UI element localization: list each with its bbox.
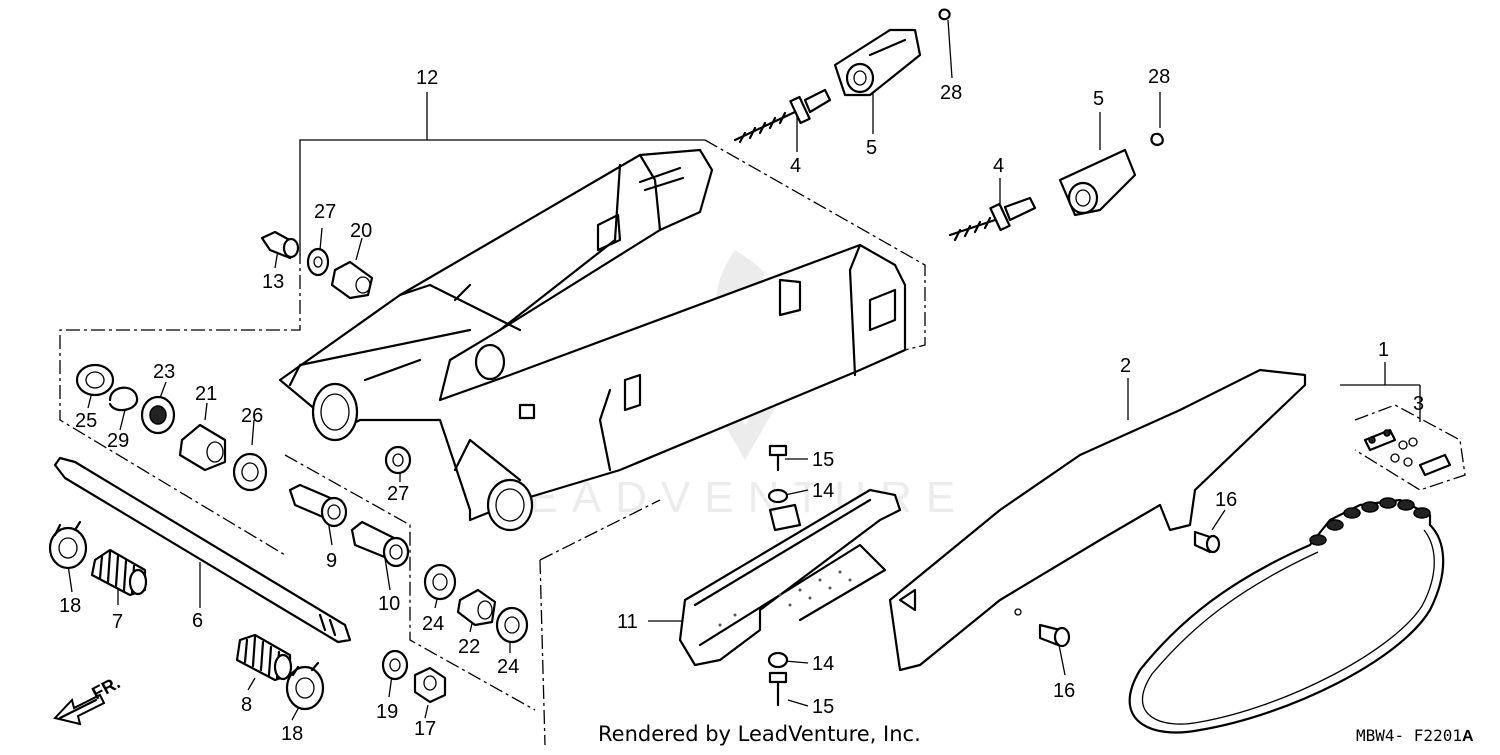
- adjuster-bolt-upper: [733, 88, 832, 144]
- label-6: 6: [192, 610, 203, 632]
- needle-bearing-21: [178, 423, 227, 472]
- label-18-right: 18: [281, 723, 303, 745]
- diagram-code: MBW4- F2201A: [1356, 726, 1474, 746]
- label-8: 8: [241, 694, 252, 716]
- label-18-left: 18: [59, 595, 81, 617]
- cotter-pin-lower: [1150, 132, 1164, 146]
- bushing-20: [330, 260, 374, 300]
- label-26: 26: [241, 405, 263, 427]
- bolt-chain-case-b: [1038, 623, 1071, 648]
- label-14-lower: 14: [812, 653, 834, 675]
- washer-19: [381, 649, 409, 681]
- pivot-adjust-nut-right: [285, 661, 325, 711]
- label-14-upper: 14: [812, 480, 834, 502]
- label-29: 29: [107, 430, 129, 452]
- pivot-collar-10: [350, 520, 410, 568]
- label-22: 22: [458, 636, 480, 658]
- adjuster-bolt-lower: [948, 196, 1037, 242]
- credit-text: Rendered by LeadVenture, Inc.: [598, 722, 921, 746]
- chain-links: [1309, 497, 1431, 546]
- label-7: 7: [112, 611, 123, 633]
- pivot-collar-9: [288, 483, 348, 528]
- part-labels: 12 5 4 28 28 5 4 1 3 2 16 16 15 14 11 14…: [59, 66, 1424, 745]
- label-27-lower: 27: [387, 483, 409, 505]
- label-24-a: 24: [422, 613, 444, 635]
- oil-seal-24-a: [423, 563, 457, 601]
- snap-ring-29: [108, 386, 139, 412]
- label-3: 3: [1413, 393, 1424, 415]
- bearing-23: [140, 395, 176, 435]
- label-17: 17: [414, 718, 436, 740]
- bolt-chain-case-a: [1193, 530, 1221, 554]
- label-16-a: 16: [1215, 489, 1237, 511]
- pivot-adjust-nut-left: [48, 520, 88, 570]
- collar-13: [260, 230, 300, 260]
- label-20: 20: [350, 220, 372, 242]
- collar-14-lower: [767, 651, 789, 669]
- label-5-upper: 5: [866, 137, 877, 159]
- nut-17: [413, 666, 447, 704]
- label-4-upper: 4: [790, 155, 801, 177]
- label-15-lower: 15: [812, 696, 834, 718]
- label-10: 10: [378, 593, 400, 615]
- chain-slider: [678, 488, 902, 667]
- label-25: 25: [75, 410, 97, 432]
- oil-seal-25: [75, 363, 115, 397]
- oil-seal-26: [232, 452, 268, 492]
- chain-adjuster-upper: [833, 28, 922, 97]
- chain-case: [888, 368, 1307, 672]
- label-1: 1: [1378, 339, 1389, 361]
- swingarm: [278, 148, 907, 532]
- master-link-kit: [1363, 428, 1452, 477]
- label-4-lower: 4: [993, 155, 1004, 177]
- label-24-b: 24: [497, 656, 519, 678]
- label-12: 12: [416, 67, 438, 89]
- drive-chain: [1128, 497, 1445, 734]
- bearing-22: [456, 588, 497, 627]
- label-13: 13: [262, 271, 284, 293]
- oil-seal-24-b: [495, 606, 529, 644]
- diagram-code-suffix: A: [1461, 728, 1474, 745]
- label-15-upper: 15: [812, 449, 834, 471]
- leader-lines: [67, 19, 1421, 721]
- pivot-adjust-bolt-8: [235, 633, 293, 682]
- label-27-upper: 27: [314, 201, 336, 223]
- label-28-upper: 28: [940, 82, 962, 104]
- dust-seal-27-lower: [384, 445, 412, 475]
- collar-14-upper: [767, 488, 789, 504]
- bolt-15-lower: [768, 671, 788, 707]
- label-9: 9: [326, 550, 337, 572]
- label-11: 11: [617, 611, 638, 633]
- slider-dots: [718, 570, 852, 627]
- pivot-bolt: [53, 456, 352, 644]
- front-arrow: FR.: [53, 672, 123, 726]
- dust-seal-27-upper: [306, 247, 330, 277]
- label-21: 21: [195, 383, 217, 405]
- chain-adjuster-lower: [1058, 148, 1137, 217]
- pivot-adjust-bolt-7: [90, 548, 148, 597]
- label-16-b: 16: [1053, 680, 1075, 702]
- group-boundaries: [59, 139, 1466, 746]
- diagram-code-number: MBW4- F2201: [1356, 726, 1462, 745]
- bolt-15-upper: [768, 444, 788, 472]
- label-28-lower: 28: [1148, 66, 1170, 88]
- cotter-pin-upper: [938, 8, 951, 21]
- label-23: 23: [153, 361, 175, 383]
- label-19: 19: [376, 701, 398, 723]
- label-5-lower: 5: [1093, 88, 1104, 110]
- label-2: 2: [1120, 355, 1131, 377]
